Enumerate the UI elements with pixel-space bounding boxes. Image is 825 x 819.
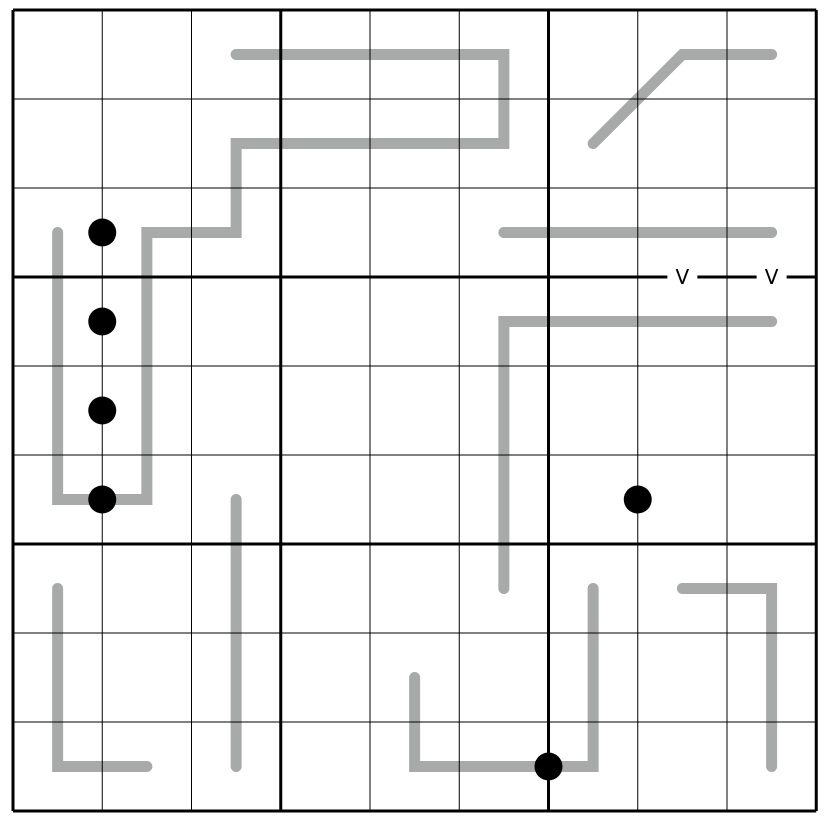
grid-cell[interactable] xyxy=(637,633,727,722)
grid-cell[interactable] xyxy=(727,366,817,455)
edge-label-bg xyxy=(667,265,698,289)
grid-cell[interactable] xyxy=(637,99,727,188)
puzzle-line xyxy=(498,316,778,594)
grid-cell[interactable] xyxy=(280,722,370,811)
black-dot xyxy=(88,218,117,247)
grid-cell[interactable] xyxy=(280,544,370,633)
grid-cell[interactable] xyxy=(280,277,370,366)
grid-cell[interactable] xyxy=(102,10,192,99)
grid-cell[interactable] xyxy=(370,455,460,544)
black-dot xyxy=(534,752,563,781)
grid-layer xyxy=(11,8,818,813)
grid-cell[interactable] xyxy=(637,455,727,544)
grid-cell[interactable] xyxy=(548,366,638,455)
grid-cell[interactable] xyxy=(13,10,103,99)
grid-cell[interactable] xyxy=(102,544,192,633)
grid-cell[interactable] xyxy=(637,366,727,455)
grid-cell[interactable] xyxy=(280,633,370,722)
grid-cell[interactable] xyxy=(280,366,370,455)
v-edge-label: V xyxy=(765,265,779,289)
black-dot xyxy=(88,307,117,336)
puzzle-line xyxy=(676,583,778,772)
puzzle-line xyxy=(587,49,778,149)
black-dot xyxy=(88,485,117,514)
grid-cell[interactable] xyxy=(102,633,192,722)
grid-cell[interactable] xyxy=(280,455,370,544)
dot-layer xyxy=(88,218,652,781)
grid-cell[interactable] xyxy=(370,544,460,633)
puzzle-line xyxy=(52,49,510,505)
grid-cell[interactable] xyxy=(548,10,638,99)
black-dot xyxy=(88,396,117,425)
grid-cell[interactable] xyxy=(727,99,817,188)
grid-cell[interactable] xyxy=(548,455,638,544)
puzzle-line xyxy=(52,583,153,772)
grid-cell[interactable] xyxy=(191,366,281,455)
edge-label-bg xyxy=(756,265,787,289)
grid-cell[interactable] xyxy=(13,99,103,188)
grid-cell[interactable] xyxy=(637,722,727,811)
v-edge-label: V xyxy=(676,265,690,289)
grid-cell[interactable] xyxy=(191,277,281,366)
black-dot xyxy=(623,485,652,514)
grid-cell[interactable] xyxy=(370,277,460,366)
grid-cell[interactable] xyxy=(459,633,549,722)
grid-cell[interactable] xyxy=(280,188,370,277)
grid-cell[interactable] xyxy=(727,455,817,544)
grid-cell[interactable] xyxy=(370,188,460,277)
grid-cell[interactable] xyxy=(370,366,460,455)
grid-cell[interactable] xyxy=(102,99,192,188)
